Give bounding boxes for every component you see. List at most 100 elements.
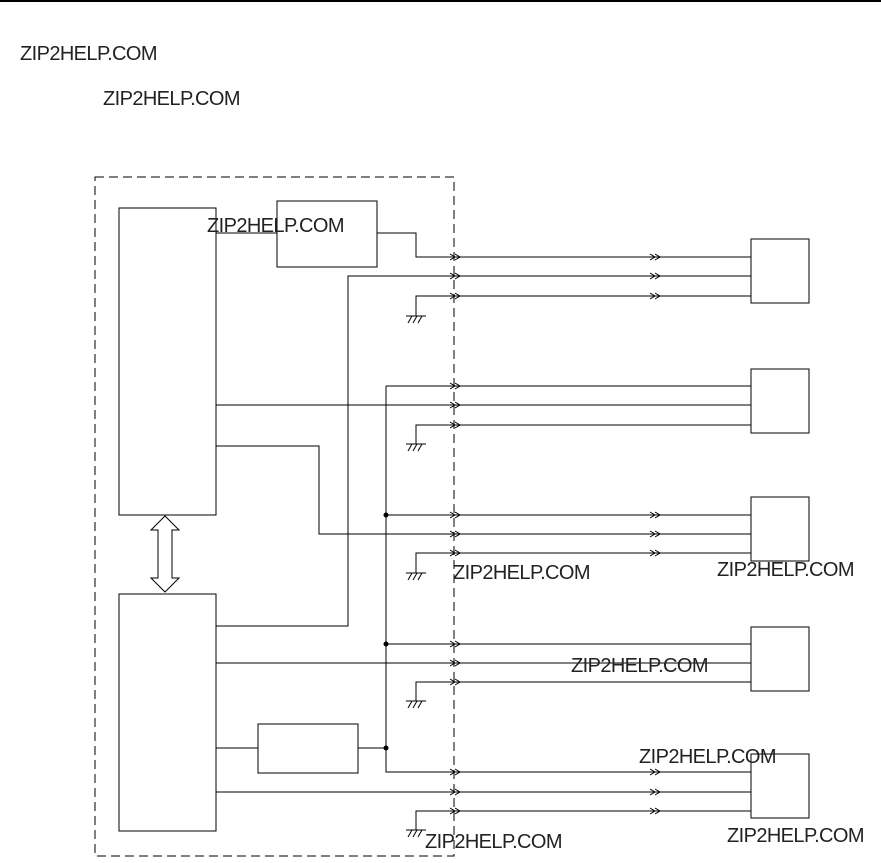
chevron-stroke bbox=[649, 253, 656, 261]
chevron-stroke bbox=[649, 788, 656, 796]
chevron-stroke bbox=[454, 511, 461, 519]
external-device-1 bbox=[750, 238, 810, 304]
chevron-stroke bbox=[449, 292, 456, 300]
chevron-stroke bbox=[449, 272, 456, 280]
chevron-stroke bbox=[449, 253, 456, 261]
ground-hatch bbox=[412, 315, 418, 324]
chevron-stroke bbox=[654, 292, 661, 300]
chevron-stroke bbox=[449, 421, 456, 429]
chevron-stroke bbox=[654, 768, 661, 776]
ground-hatch bbox=[407, 443, 413, 452]
wire-ground-2 bbox=[415, 424, 751, 444]
ground-symbol bbox=[406, 315, 426, 324]
chevron-stroke bbox=[454, 421, 461, 429]
chevron-stroke bbox=[649, 272, 656, 280]
chevron-stroke bbox=[454, 788, 461, 796]
chevron-stroke bbox=[649, 768, 656, 776]
watermark-layer: ZIP2HELP.COM ZIP2HELP.COM ZIP2HELP.COM Z… bbox=[20, 43, 865, 853]
ground-symbol bbox=[406, 700, 426, 709]
ground-symbol bbox=[406, 443, 426, 452]
wire-ground-4 bbox=[415, 681, 751, 701]
ground-hatch bbox=[407, 572, 413, 581]
watermark-text: ZIP2HELP.COM bbox=[453, 562, 590, 584]
ground-hatch bbox=[407, 315, 413, 324]
watermark-text: ZIP2HELP.COM bbox=[20, 43, 157, 65]
connector-chevron bbox=[449, 421, 461, 429]
bidirectional-link-arrow bbox=[149, 515, 181, 593]
chevron-stroke bbox=[649, 292, 656, 300]
connector-chevron bbox=[449, 401, 461, 409]
ground-hatch bbox=[417, 572, 423, 581]
watermark-text: ZIP2HELP.COM bbox=[425, 831, 562, 853]
connector-chevron bbox=[449, 788, 461, 796]
ground-hatch bbox=[412, 829, 418, 838]
chevron-stroke bbox=[449, 511, 456, 519]
connector-chevron bbox=[449, 382, 461, 390]
chevron-stroke bbox=[649, 530, 656, 538]
control-unit-upper bbox=[118, 207, 217, 516]
chevron-stroke bbox=[449, 401, 456, 409]
chevron-stroke bbox=[649, 549, 656, 557]
external-device-4 bbox=[750, 626, 810, 692]
control-unit-lower bbox=[118, 593, 217, 832]
chevron-stroke bbox=[449, 530, 456, 538]
chevron-stroke bbox=[449, 640, 456, 648]
chevron-stroke bbox=[454, 807, 461, 815]
connector-chevron bbox=[449, 272, 461, 280]
watermark-text: ZIP2HELP.COM bbox=[571, 655, 708, 677]
connector-chevron bbox=[649, 511, 661, 519]
inline-module-bottom bbox=[257, 723, 359, 774]
external-devices bbox=[750, 238, 810, 819]
connector-markers bbox=[449, 253, 661, 815]
connector-chevron bbox=[449, 640, 461, 648]
chevron-stroke bbox=[654, 253, 661, 261]
watermark-text: ZIP2HELP.COM bbox=[103, 88, 240, 110]
chevron-stroke bbox=[449, 549, 456, 557]
chevron-stroke bbox=[454, 659, 461, 667]
chevron-stroke bbox=[454, 253, 461, 261]
internal-wiring bbox=[216, 232, 751, 830]
wire-upper-to-device3 bbox=[216, 445, 751, 535]
connector-chevron bbox=[449, 807, 461, 815]
connector-chevron bbox=[449, 530, 461, 538]
external-device-2 bbox=[750, 368, 810, 434]
chevron-stroke bbox=[454, 530, 461, 538]
wire-module-to-device1 bbox=[377, 232, 751, 258]
chevron-stroke bbox=[454, 272, 461, 280]
chevron-stroke bbox=[454, 640, 461, 648]
connector-chevron bbox=[649, 292, 661, 300]
ground-hatch bbox=[407, 829, 413, 838]
chevron-stroke bbox=[454, 292, 461, 300]
wire-lower-to-device1 bbox=[216, 275, 751, 627]
chevron-stroke bbox=[654, 511, 661, 519]
external-device-3 bbox=[750, 496, 810, 562]
ground-hatch bbox=[412, 443, 418, 452]
connector-chevron bbox=[449, 253, 461, 261]
chevron-stroke bbox=[454, 678, 461, 686]
enclosure-boundary bbox=[94, 176, 455, 857]
connector-chevron bbox=[449, 768, 461, 776]
watermark-text: ZIP2HELP.COM bbox=[727, 825, 864, 847]
ground-hatch bbox=[412, 572, 418, 581]
connector-chevron bbox=[449, 292, 461, 300]
connector-chevron bbox=[449, 659, 461, 667]
chevron-stroke bbox=[454, 382, 461, 390]
connector-chevron bbox=[649, 530, 661, 538]
chevron-stroke bbox=[454, 401, 461, 409]
chevron-stroke bbox=[654, 530, 661, 538]
chevron-stroke bbox=[449, 678, 456, 686]
ground-symbol bbox=[406, 829, 426, 838]
chevron-stroke bbox=[449, 768, 456, 776]
inline-module-top bbox=[276, 200, 378, 268]
chevron-stroke bbox=[649, 511, 656, 519]
wire-ground-3 bbox=[415, 552, 751, 573]
watermark-text: ZIP2HELP.COM bbox=[717, 559, 854, 581]
chevron-stroke bbox=[449, 382, 456, 390]
junction-dot bbox=[383, 512, 389, 518]
ground-symbol bbox=[406, 572, 426, 581]
ground-hatch bbox=[407, 700, 413, 709]
watermark-text: ZIP2HELP.COM bbox=[207, 215, 344, 237]
connector-chevron bbox=[649, 807, 661, 815]
